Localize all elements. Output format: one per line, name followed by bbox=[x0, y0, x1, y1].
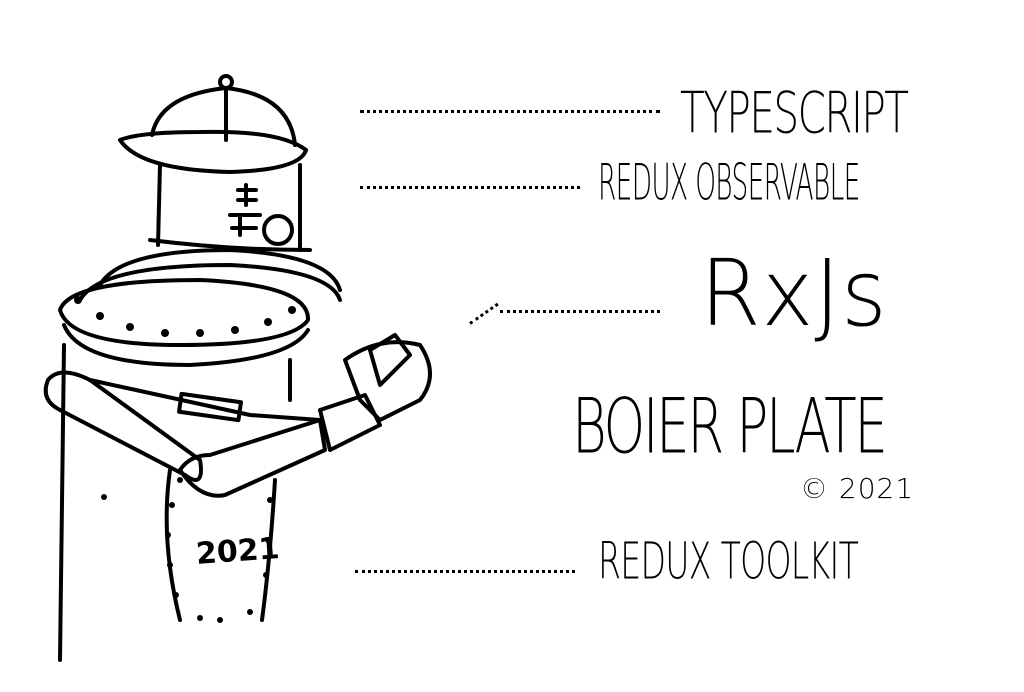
label-redux-observable: REDUX OBSERVABLE bbox=[598, 154, 860, 212]
robot-body bbox=[58, 343, 292, 662]
leader-line-typescript bbox=[360, 110, 660, 113]
label-redux-toolkit: REDUX TOOLKIT bbox=[598, 531, 859, 591]
robot-collar bbox=[58, 248, 342, 367]
label-boilerplate: BOIER PLATE bbox=[572, 383, 888, 472]
leader-line-redux-toolkit bbox=[355, 570, 575, 573]
robot-year-label: 2021 bbox=[194, 531, 281, 572]
robot-arms bbox=[43, 333, 432, 498]
robot-hat bbox=[118, 74, 308, 174]
label-typescript: TYPESCRIPT bbox=[680, 81, 909, 147]
label-copyright: © 2021 bbox=[800, 472, 915, 505]
robot-head bbox=[148, 163, 312, 252]
leader-line-redux-observable bbox=[360, 186, 580, 189]
leader-line-rxjs bbox=[500, 310, 660, 313]
label-rxjs: RxJs bbox=[700, 240, 888, 347]
